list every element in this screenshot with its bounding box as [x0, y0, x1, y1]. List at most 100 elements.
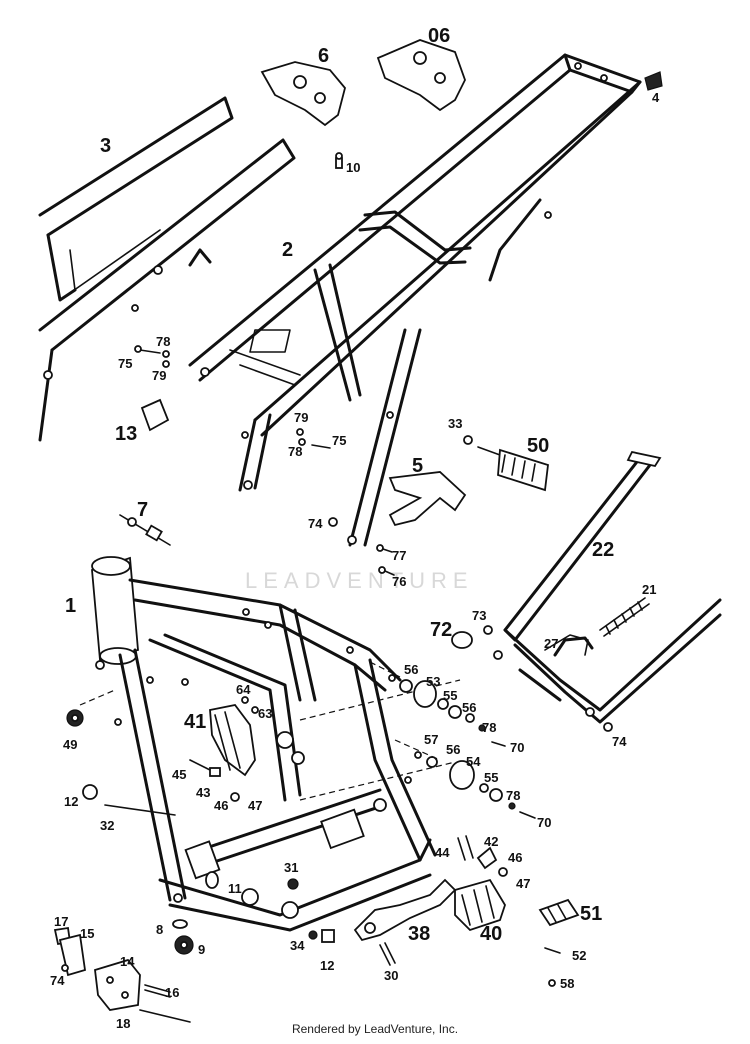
callout-31: 31: [284, 860, 298, 875]
callout-47-b: 47: [516, 876, 530, 891]
pivot-stack-upper: [388, 674, 506, 747]
callout-78-c: 78: [482, 720, 496, 735]
callout-74-a: 74: [308, 516, 323, 531]
callout-12-b: 12: [320, 958, 334, 973]
ring-8: [172, 919, 188, 929]
callout-labels: 06 6 4 3 10 2 78 75 79 13 79 75 78 33 50…: [50, 25, 660, 1031]
callout-16: 16: [165, 985, 179, 1000]
bracket-5: [388, 471, 467, 527]
callout-06: 06: [428, 25, 450, 47]
callout-47-a: 47: [248, 798, 262, 813]
brake-pedal-38: [353, 878, 457, 942]
callout-17: 17: [54, 914, 68, 929]
callout-3: 3: [100, 135, 111, 157]
bushing-12-lower: [321, 929, 335, 943]
stop-27: [553, 636, 594, 657]
bolt-76: [378, 566, 395, 576]
callout-75-a: 75: [118, 356, 132, 371]
bolt-75-upper: [134, 345, 170, 368]
callout-55-a: 55: [443, 688, 457, 703]
assembly-line-left: [79, 689, 116, 706]
callout-74-b: 74: [50, 973, 65, 988]
callout-13: 13: [115, 423, 137, 445]
callout-54: 54: [466, 754, 481, 769]
callout-46-b: 46: [508, 850, 522, 865]
nut-58: [548, 979, 556, 987]
callout-42: 42: [484, 834, 498, 849]
main-frame-1: [91, 556, 437, 932]
spring-42: [476, 846, 498, 870]
clip-4: [644, 71, 663, 91]
callout-64: 64: [236, 682, 251, 697]
callout-52: 52: [572, 948, 586, 963]
nut-74-upper: [328, 517, 338, 527]
spring-21: [599, 597, 650, 637]
callout-78-d: 78: [506, 788, 520, 803]
nut-73: [483, 625, 493, 635]
callout-22: 22: [592, 539, 614, 561]
callout-70-b: 70: [537, 815, 551, 830]
callout-56-b: 56: [462, 700, 476, 715]
callout-30: 30: [384, 968, 398, 983]
callout-63: 63: [258, 706, 272, 721]
callout-14: 14: [120, 954, 135, 969]
callout-75-b: 75: [332, 433, 346, 448]
callout-15: 15: [80, 926, 94, 941]
callout-8: 8: [156, 922, 163, 937]
callout-6: 6: [318, 45, 329, 67]
callout-38: 38: [408, 923, 430, 945]
rear-frame-2: [188, 53, 642, 547]
washer-46-left: [230, 792, 240, 802]
callout-79-a: 79: [152, 368, 166, 383]
callout-33: 33: [448, 416, 462, 431]
bolt-7: [119, 514, 171, 546]
nut-31: [287, 878, 299, 890]
callout-1: 1: [65, 595, 76, 617]
callout-40: 40: [480, 923, 502, 945]
callout-49: 49: [63, 737, 77, 752]
footrest-50: [463, 435, 549, 492]
bolt-77: [376, 544, 393, 553]
callout-56-a: 56: [404, 662, 418, 677]
callout-9: 9: [198, 942, 205, 957]
bracket-14: [94, 958, 141, 1011]
callout-74-c: 74: [612, 734, 627, 749]
nut-34: [308, 930, 318, 940]
callout-55-b: 55: [484, 770, 498, 785]
callout-43: 43: [196, 785, 210, 800]
callout-73: 73: [472, 608, 486, 623]
callout-70-a: 70: [510, 740, 524, 755]
callout-32: 32: [100, 818, 114, 833]
pin-45: [189, 759, 221, 777]
callout-12-a: 12: [64, 794, 78, 809]
footrest-41: [209, 704, 256, 777]
callout-4: 4: [652, 90, 660, 105]
pin-44: [457, 835, 474, 861]
nut-9: [174, 935, 194, 955]
bushing-12-upper: [82, 784, 98, 800]
bolt-64: [241, 696, 259, 714]
callout-51: 51: [580, 903, 602, 925]
pedal-rubber-51: [538, 898, 580, 927]
callout-79-b: 79: [294, 410, 308, 425]
callout-45: 45: [172, 767, 186, 782]
callout-53: 53: [426, 674, 440, 689]
bolt-75-lower: [296, 428, 331, 449]
footer-credit: Rendered by LeadVenture, Inc.: [291, 1022, 459, 1036]
callout-27: 27: [544, 636, 558, 651]
callout-78-b: 78: [288, 444, 302, 459]
callout-7: 7: [137, 499, 148, 521]
rear-subframe-3: [38, 96, 296, 442]
nut-74-left: [61, 964, 69, 972]
guide-49: [66, 709, 84, 727]
callout-18: 18: [116, 1016, 130, 1031]
callout-34: 34: [290, 938, 305, 953]
watermark-text: LEADVENTURE: [245, 568, 474, 593]
callout-41: 41: [184, 711, 206, 733]
callout-10: 10: [346, 160, 360, 175]
callout-11: 11: [228, 881, 242, 896]
callout-78-a: 78: [156, 334, 170, 349]
screw-10: [335, 152, 343, 169]
callout-44: 44: [435, 845, 450, 860]
assembly-line-upper: [299, 661, 461, 721]
